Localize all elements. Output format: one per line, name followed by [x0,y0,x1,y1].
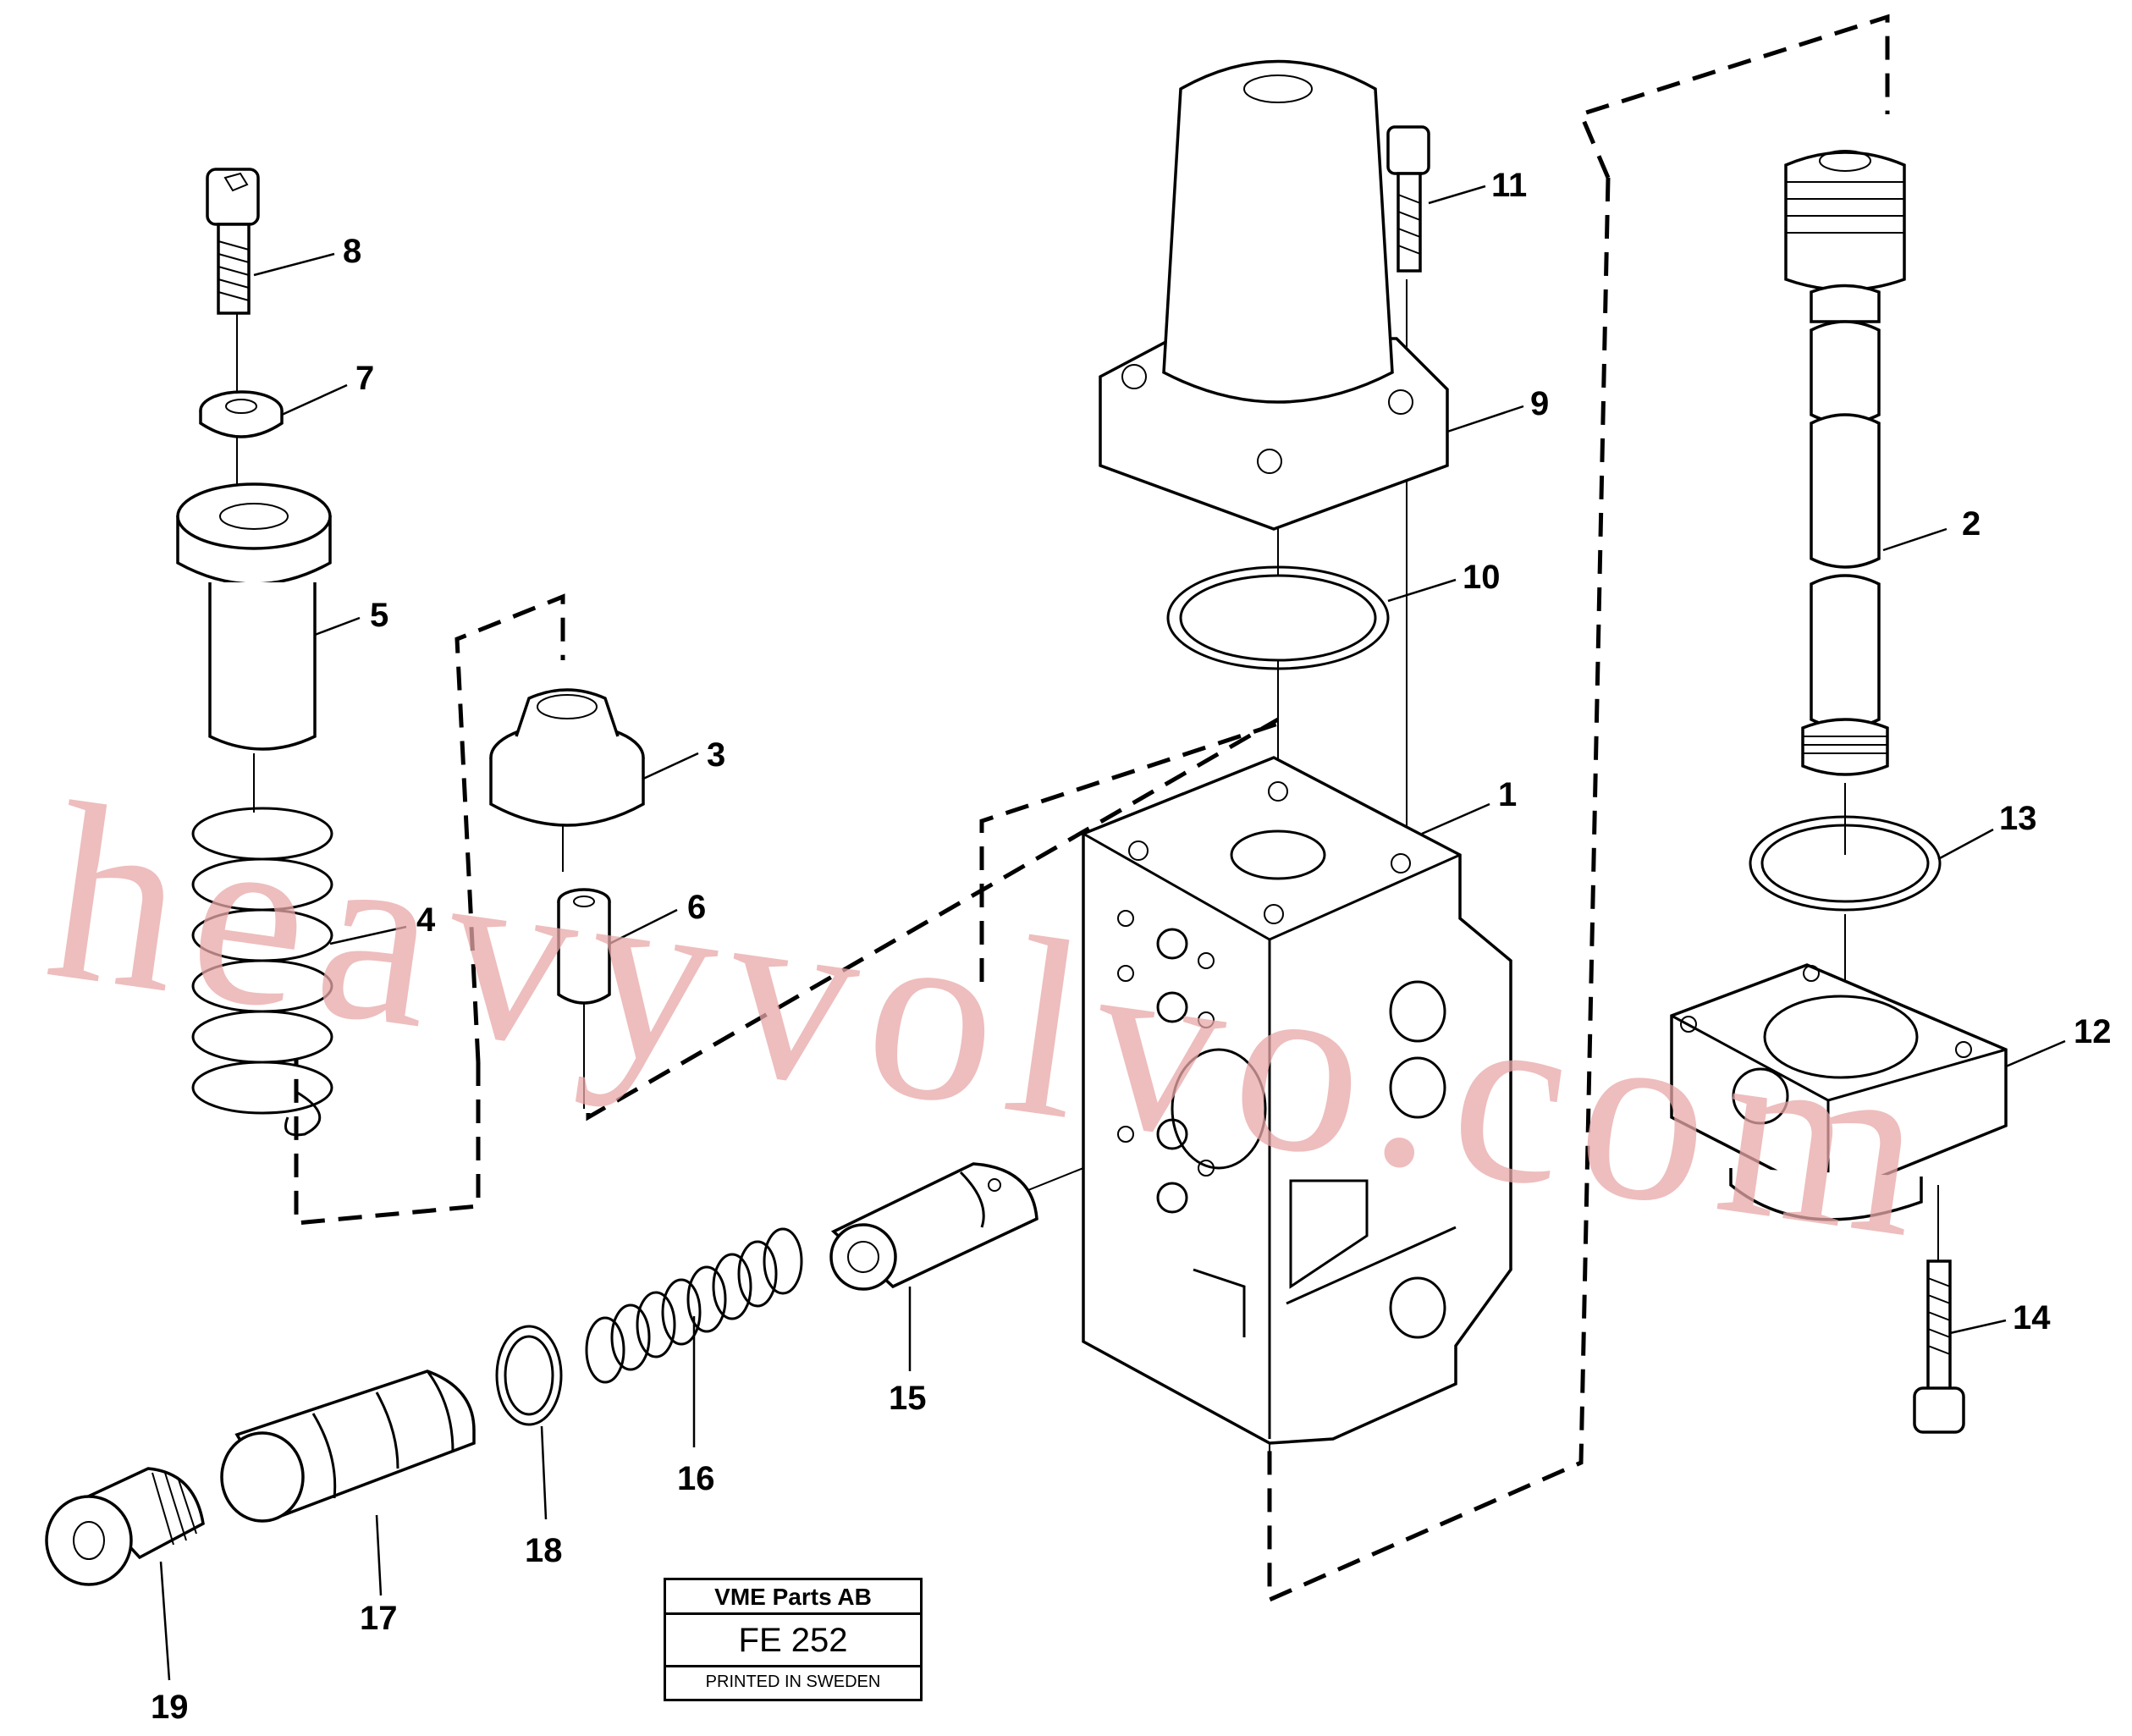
callout-12: 12 [2074,1013,2112,1050]
callout-2: 2 [1962,505,1981,543]
callout-numbers: 1 2 3 4 5 6 7 8 9 10 11 12 13 14 15 16 1… [151,167,2112,1726]
part-15-plunger [829,1162,1038,1291]
callout-8: 8 [343,233,361,270]
stamp-drawing-code: FE 252 [666,1615,920,1667]
callout-18: 18 [525,1532,563,1569]
part-2-threaded-stem [1784,150,1906,776]
callout-9: 9 [1530,385,1549,422]
part-16-small-spring [585,1227,803,1384]
stamp-company: VME Parts AB [666,1580,920,1615]
callout-5: 5 [370,597,388,634]
callout-17: 17 [360,1600,398,1637]
callout-19: 19 [151,1689,189,1726]
part-18-seal-ring [495,1325,563,1426]
callout-7: 7 [355,360,374,397]
part-1-valve-body [1082,756,1512,1445]
callout-10: 10 [1463,559,1501,596]
part-3-bushing [489,688,645,827]
part-4-coil-spring [191,807,333,1137]
assembly-dashed-lines [294,14,1890,1603]
part-7-washer [199,390,284,438]
part-12-flange-block [1670,963,2008,1221]
callout-6: 6 [687,889,706,926]
part-17-spool [220,1370,476,1523]
callout-13: 13 [1999,800,2037,837]
title-stamp: VME Parts AB FE 252 PRINTED IN SWEDEN [664,1578,923,1701]
callout-16: 16 [677,1460,715,1497]
stamp-printed-note: PRINTED IN SWEDEN [705,1673,881,1691]
part-5-flanged-sleeve [176,482,332,751]
part-14-bolt [1913,1259,1965,1434]
callout-11: 11 [1491,167,1527,204]
part-11-screw [1386,125,1430,273]
part-6-pin [557,888,611,1005]
part-13-o-ring [1749,815,1942,912]
callout-1: 1 [1498,776,1517,813]
callout-15: 15 [889,1380,927,1417]
callout-3: 3 [707,736,725,774]
callout-14: 14 [2013,1299,2051,1336]
part-19-plug [45,1467,205,1586]
part-8-cap-screw [206,168,260,315]
part-10-o-ring [1166,565,1390,670]
leader-lines [159,185,2066,1681]
callout-4: 4 [416,901,436,939]
part-9-top-cover [1099,59,1449,531]
